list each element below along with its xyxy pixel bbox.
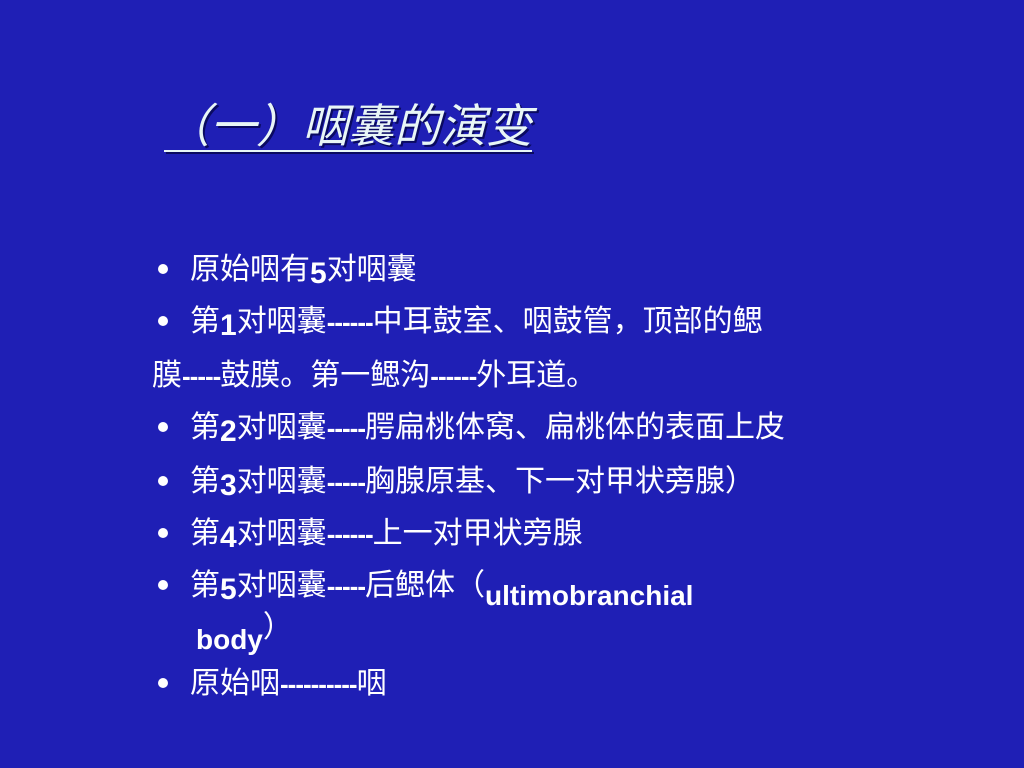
slide-title: （一）咽囊的演变 [164,99,532,153]
bullet-dot-icon [158,678,168,688]
bullet-item-2-continuation: 膜-----鼓膜。第一鳃沟------外耳道。 [152,358,597,393]
bullet-item-2: 第1对咽囊------中耳鼓室、咽鼓管，顶部的鳃 [158,304,763,342]
bullet-dot-icon [158,264,168,274]
bullet-item-4: 第3对咽囊-----胸腺原基、下一对甲状旁腺） [158,464,755,502]
bullet-item-3: 第2对咽囊-----腭扁桃体窝、扁桃体的表面上皮 [158,410,785,448]
bullet-dot-icon [158,422,168,432]
bullet-item-5: 第4对咽囊------上一对甲状旁腺 [158,516,583,554]
bullet-item-6: 第5对咽囊-----后鳃体（ultimobranchial [158,568,693,611]
bullet-item-6-continuation: body） [196,610,293,655]
bullet-item-1: 原始咽有5对咽囊 [158,252,417,290]
bullet-dot-icon [158,476,168,486]
bullet-dot-icon [158,316,168,326]
bullet-dot-icon [158,528,168,538]
bullet-item-7: 原始咽----------咽 [158,666,387,702]
bullet-dot-icon [158,580,168,590]
